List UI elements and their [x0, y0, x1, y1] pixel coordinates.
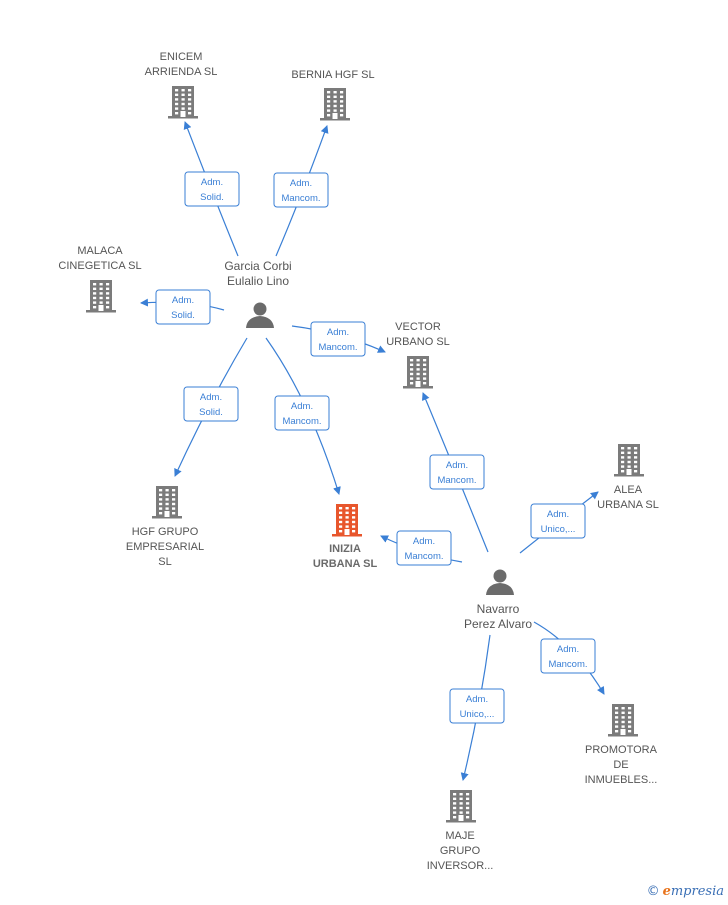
edge-navarro-promotora: Adm. Mancom.	[533, 621, 605, 695]
brand-initial: e	[662, 884, 671, 899]
edge-label-text: Solid.	[200, 192, 224, 203]
company-node-hgf[interactable]: HGF GRUPO EMPRESARIAL SL	[126, 486, 204, 568]
edge-garcia-inizia: Adm. Mancom.	[265, 337, 341, 495]
company-label: ARRIENDA SL	[145, 66, 218, 78]
edge-label-box[interactable]	[429, 454, 485, 490]
company-label: URBANO SL	[386, 336, 450, 348]
edge-garcia-bernia: Adm. Mancom.	[273, 125, 329, 257]
edge-navarro-alea: Adm. Unico,...	[519, 491, 599, 554]
edge-label-text: Adm.	[557, 644, 579, 655]
person-label: Eulalio Lino	[227, 274, 289, 288]
company-label: BERNIA HGF SL	[291, 69, 374, 81]
company-label: HGF GRUPO	[132, 526, 199, 538]
edge-label-text: Mancom.	[282, 416, 321, 427]
company-label: SL	[158, 556, 171, 568]
company-label: ALEA	[614, 484, 643, 496]
building-icon	[152, 486, 182, 519]
building-icon	[86, 280, 116, 313]
edge-label-box[interactable]	[273, 172, 329, 208]
company-label: URBANA SL	[313, 558, 378, 570]
edge-label-text: Adm.	[172, 295, 194, 306]
person-label: Perez Alvaro	[464, 617, 532, 631]
edge-label-box[interactable]	[449, 688, 505, 724]
empresia-logo: ©empresia	[647, 884, 724, 899]
edge-label-text: Adm.	[466, 694, 488, 705]
edge-label-text: Adm.	[291, 401, 313, 412]
edge-label-text: Mancom.	[548, 659, 587, 670]
person-label: Navarro	[477, 602, 520, 616]
building-icon	[168, 86, 198, 119]
edge-label-box[interactable]	[184, 171, 240, 207]
building-icon	[446, 790, 476, 823]
edge-navarro-vector: Adm. Mancom.	[421, 392, 489, 553]
company-label: EMPRESARIAL	[126, 541, 204, 553]
edge-navarro-inizia: Adm. Mancom.	[380, 530, 463, 566]
edge-garcia-enicem: Adm. Solid.	[183, 121, 240, 257]
company-label: INVERSOR...	[427, 860, 494, 872]
building-icon	[403, 356, 433, 389]
building-icon	[608, 704, 638, 737]
company-label: CINEGETICA SL	[58, 260, 141, 272]
company-node-malaca[interactable]: MALACA CINEGETICA SL	[58, 245, 142, 313]
building-icon	[320, 88, 350, 121]
edge-label-text: Unico,...	[541, 524, 576, 535]
edge-label-text: Unico,...	[460, 709, 495, 720]
edge-garcia-malaca: Adm. Solid.	[140, 289, 225, 325]
building-icon	[332, 504, 362, 537]
company-label: VECTOR	[395, 321, 441, 333]
edge-label-text: Mancom.	[281, 193, 320, 204]
edge-label-box[interactable]	[183, 386, 239, 422]
company-node-alea[interactable]: ALEA URBANA SL	[597, 444, 659, 511]
company-label: PROMOTORA	[585, 744, 658, 756]
edge-label-box[interactable]	[540, 638, 596, 674]
edge-label-text: Adm.	[201, 177, 223, 188]
edge-label-box[interactable]	[310, 321, 366, 357]
edge-label-text: Adm.	[446, 460, 468, 471]
person-icon	[486, 569, 514, 595]
company-node-maje[interactable]: MAJE GRUPO INVERSOR...	[427, 790, 494, 872]
edge-garcia-hgf: Adm. Solid.	[174, 337, 248, 477]
company-label: INIZIA	[329, 543, 361, 555]
edge-label-text: Adm.	[413, 536, 435, 547]
company-label: ENICEM	[160, 51, 203, 63]
edge-garcia-vector: Adm. Mancom.	[291, 321, 386, 357]
edge-label-box[interactable]	[396, 530, 452, 566]
company-node-promotora[interactable]: PROMOTORA DE INMUEBLES...	[585, 704, 658, 786]
company-label: DE	[613, 759, 628, 771]
edge-label-box[interactable]	[155, 289, 211, 325]
edge-label-text: Solid.	[171, 310, 195, 321]
company-node-enicem[interactable]: ENICEM ARRIENDA SL	[145, 51, 218, 119]
building-icon	[614, 444, 644, 477]
person-label: Garcia Corbi	[224, 259, 291, 273]
company-node-bernia[interactable]: BERNIA HGF SL	[291, 69, 375, 121]
company-label: MAJE	[445, 830, 474, 842]
company-label: INMUEBLES...	[585, 774, 658, 786]
edge-label-text: Mancom.	[404, 551, 443, 562]
brand-name: mpresia	[670, 884, 724, 899]
edge-label-text: Adm.	[290, 178, 312, 189]
edge-navarro-maje: Adm. Unico,...	[449, 634, 505, 781]
edge-label-box[interactable]	[530, 503, 586, 539]
edge-label-text: Adm.	[200, 392, 222, 403]
copyright-symbol: ©	[646, 884, 660, 899]
edge-label-text: Adm.	[327, 327, 349, 338]
person-icon	[246, 302, 274, 328]
company-label: MALACA	[77, 245, 123, 257]
edge-label-text: Mancom.	[318, 342, 357, 353]
edge-label-box[interactable]	[274, 395, 330, 431]
company-label: GRUPO	[440, 845, 481, 857]
edge-label-text: Solid.	[199, 407, 223, 418]
company-label: URBANA SL	[597, 499, 659, 511]
company-node-inizia[interactable]: INIZIA URBANA SL	[313, 504, 378, 570]
edge-label-text: Mancom.	[437, 475, 476, 486]
company-node-vector[interactable]: VECTOR URBANO SL	[386, 321, 450, 389]
edge-label-text: Adm.	[547, 509, 569, 520]
